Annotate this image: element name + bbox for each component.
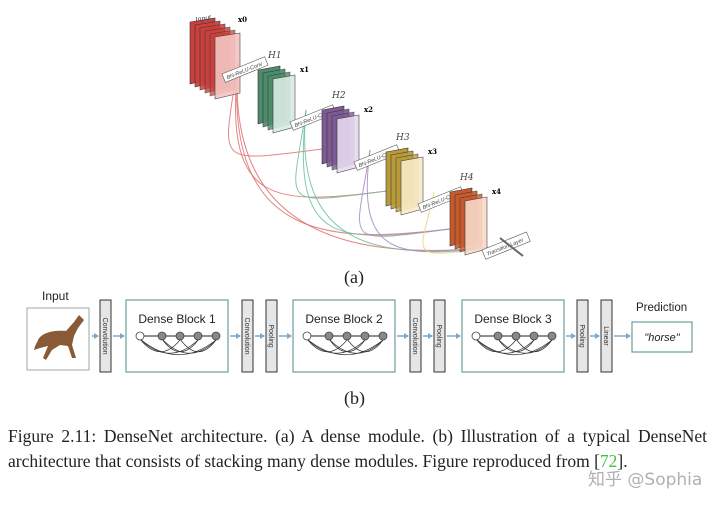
op-box-frame bbox=[353, 144, 401, 171]
stage-label: Pooling bbox=[435, 324, 442, 347]
skip-connection bbox=[295, 109, 396, 199]
dense-node bbox=[193, 331, 203, 341]
stage-linear bbox=[600, 299, 613, 373]
prediction-value: "horse" bbox=[644, 332, 680, 344]
feature-map-stack-0: x0 bbox=[189, 15, 247, 100]
dense-node bbox=[529, 331, 539, 341]
dense-block-label: Dense Block 1 bbox=[138, 312, 216, 326]
dense-node bbox=[175, 331, 185, 341]
dense-block-label: Dense Block 2 bbox=[305, 312, 383, 326]
stage-pooling bbox=[433, 299, 446, 373]
dense-connection bbox=[515, 338, 553, 353]
op-box-frame bbox=[221, 56, 269, 83]
dense-connection bbox=[179, 338, 217, 353]
stage-label: Pooling bbox=[578, 324, 585, 347]
feature-map-stack-2: x2 H2 bbox=[321, 91, 373, 174]
dense-node bbox=[302, 331, 312, 341]
transition-arrow bbox=[499, 237, 524, 257]
prediction-box bbox=[631, 321, 693, 353]
dense-connection bbox=[306, 338, 384, 356]
feature-map bbox=[464, 196, 488, 256]
x-label: x4 bbox=[492, 187, 501, 196]
ref-open: [ bbox=[594, 451, 600, 471]
arrow-head bbox=[236, 333, 241, 339]
watermark: 知乎 @Sophia bbox=[588, 470, 703, 490]
horse-image bbox=[34, 315, 84, 360]
dense-connection bbox=[475, 338, 535, 354]
dense-node bbox=[324, 331, 334, 341]
arrow-head bbox=[428, 333, 433, 339]
dense-connection bbox=[139, 338, 217, 356]
dense-node bbox=[342, 331, 352, 341]
skip-connection bbox=[359, 149, 459, 237]
ref-close: ]. bbox=[617, 451, 628, 471]
stage-label: Convolution bbox=[101, 318, 108, 355]
feature-map-stack-4: x4 H4 bbox=[449, 173, 501, 256]
arrow-head bbox=[404, 333, 409, 339]
sublabel-a: (a) bbox=[344, 267, 364, 287]
x-label: x0 bbox=[238, 15, 247, 24]
dense-connection bbox=[306, 338, 366, 354]
dense-block-label: Dense Block 3 bbox=[474, 312, 552, 326]
dense-connection bbox=[497, 338, 553, 354]
dense-connection bbox=[161, 338, 217, 354]
arrow-head bbox=[595, 333, 600, 339]
dense-connection bbox=[475, 338, 553, 356]
feature-map-stack-3: x3 H3 bbox=[385, 133, 437, 216]
dense-node bbox=[211, 331, 221, 341]
h-label: H3 bbox=[395, 133, 410, 143]
dense-node bbox=[471, 331, 481, 341]
h-label: H2 bbox=[331, 91, 346, 101]
stage-pooling bbox=[576, 299, 589, 373]
dense-node bbox=[135, 331, 145, 341]
stage-convolution bbox=[99, 299, 112, 373]
dense-connection bbox=[328, 338, 384, 354]
stage-pooling bbox=[265, 299, 278, 373]
x-label: x1 bbox=[300, 65, 309, 74]
stage-convolution bbox=[241, 299, 254, 373]
stage-label: Convolution bbox=[411, 318, 418, 355]
stage-convolution bbox=[409, 299, 422, 373]
stage-label: Convolution bbox=[243, 318, 250, 355]
x-label: x3 bbox=[428, 147, 437, 156]
dense-node bbox=[378, 331, 388, 341]
arrow-head bbox=[626, 333, 631, 339]
stage-label: Linear bbox=[602, 326, 609, 346]
h-label: H1 bbox=[267, 51, 282, 61]
sublabel-b: (b) bbox=[344, 388, 365, 408]
stage-label: Pooling bbox=[267, 324, 274, 347]
arrow-head bbox=[571, 333, 576, 339]
dense-node bbox=[157, 331, 167, 341]
dense-node bbox=[360, 331, 370, 341]
arrow-head bbox=[456, 333, 461, 339]
feature-map bbox=[214, 32, 241, 100]
input-label: Input bbox=[42, 289, 69, 303]
dense-connection bbox=[346, 338, 384, 353]
caption-text: Figure 2.11: DenseNet architecture. (a) … bbox=[8, 426, 707, 471]
prediction-label: Prediction bbox=[636, 302, 687, 314]
dense-node bbox=[547, 331, 557, 341]
figure-caption: Figure 2.11: DenseNet architecture. (a) … bbox=[8, 424, 707, 474]
skip-connection bbox=[228, 61, 331, 157]
input-label: Input bbox=[195, 14, 213, 24]
arrow-head bbox=[94, 333, 99, 339]
arrow-head bbox=[120, 333, 125, 339]
feature-map-stack-1: x1 H1 bbox=[257, 51, 309, 134]
dense-connection bbox=[139, 338, 199, 354]
arrow-head bbox=[287, 333, 292, 339]
citation-link[interactable]: 72 bbox=[599, 451, 618, 471]
dense-node bbox=[493, 331, 503, 341]
h-label: H4 bbox=[459, 173, 474, 183]
arrow-head bbox=[260, 333, 265, 339]
x-label: x2 bbox=[364, 105, 373, 114]
dense-node bbox=[511, 331, 521, 341]
